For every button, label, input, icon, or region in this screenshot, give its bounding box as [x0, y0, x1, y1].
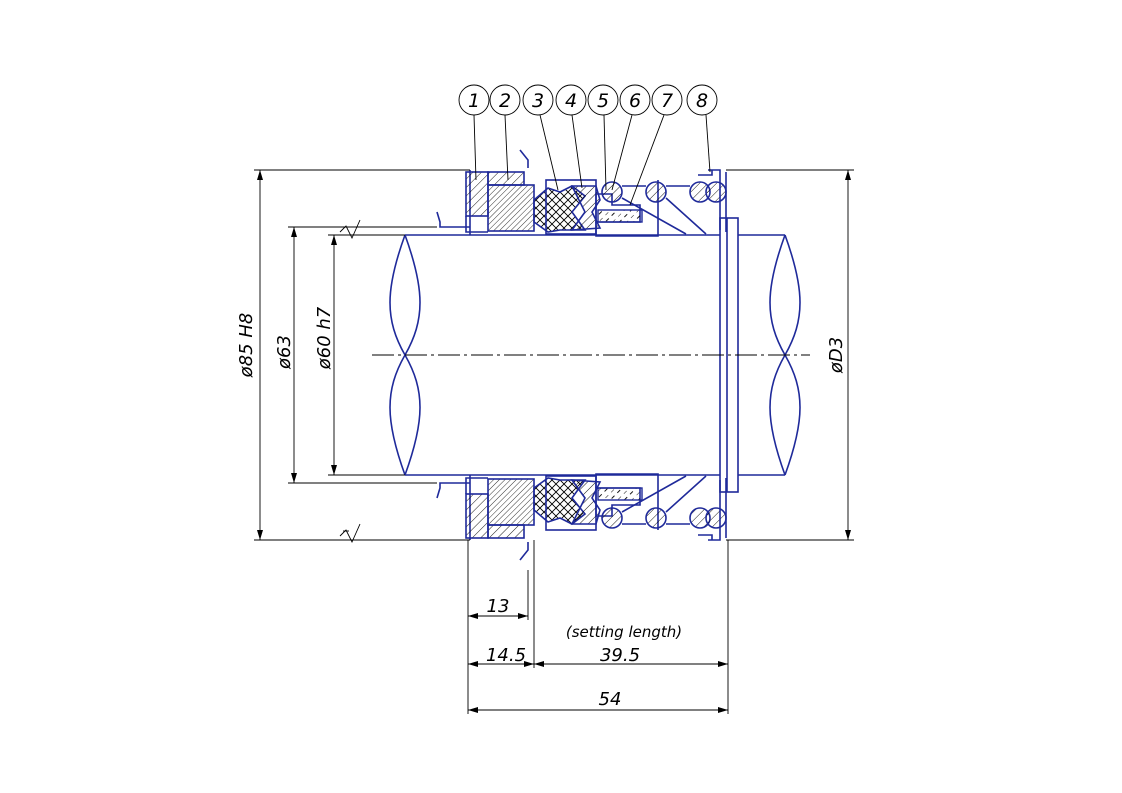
svg-text:2: 2 [499, 90, 511, 112]
setting-length-label: (setting length) [566, 623, 682, 641]
svg-text:ø63: ø63 [274, 335, 295, 370]
surface-finish-symbol-top [339, 219, 361, 240]
dim-setting-length: 39.5 [534, 645, 728, 667]
svg-text:ø85 H8: ø85 H8 [236, 313, 257, 379]
svg-text:ø60 h7: ø60 h7 [314, 306, 335, 370]
balloon-3: 3 [522, 84, 559, 191]
dim-outer-diameter: øD3 [726, 169, 854, 541]
balloon-2: 2 [489, 84, 521, 181]
surface-finish-symbol-bottom [339, 523, 361, 544]
balloon-7: 7 [629, 84, 683, 206]
svg-text:øD3: øD3 [826, 337, 847, 374]
dim-length-14-5: 14.5 [468, 645, 534, 667]
dimensions: ø85 H8 ø63 ø60 h7 [236, 169, 854, 714]
balloon-5: 5 [587, 84, 619, 191]
svg-text:39.5: 39.5 [600, 645, 640, 666]
balloon-1: 1 [458, 84, 490, 181]
seal-lower-half [436, 473, 727, 561]
svg-text:3: 3 [532, 90, 544, 112]
svg-text:6: 6 [629, 90, 641, 112]
part-balloons: 1 2 3 4 5 6 7 [458, 84, 718, 206]
svg-text:4: 4 [565, 90, 577, 112]
dim-shaft-diameter: ø60 h7 [314, 234, 405, 476]
balloon-6: 6 [611, 84, 651, 191]
svg-text:14.5: 14.5 [486, 645, 526, 666]
dim-bore-housing: ø85 H8 [236, 169, 470, 541]
dim-length-13: 13 [468, 596, 528, 619]
svg-text:13: 13 [487, 596, 510, 617]
svg-text:1: 1 [468, 90, 480, 112]
dim-seal-diameter: ø63 [274, 226, 437, 484]
balloon-8: 8 [686, 84, 718, 173]
dim-total-length: 54 [468, 689, 728, 713]
svg-text:8: 8 [696, 90, 708, 112]
svg-text:54: 54 [599, 689, 622, 710]
svg-text:5: 5 [597, 90, 609, 112]
balloon-4: 4 [555, 84, 587, 189]
svg-text:7: 7 [661, 90, 673, 112]
seal-upper-half [436, 149, 727, 237]
